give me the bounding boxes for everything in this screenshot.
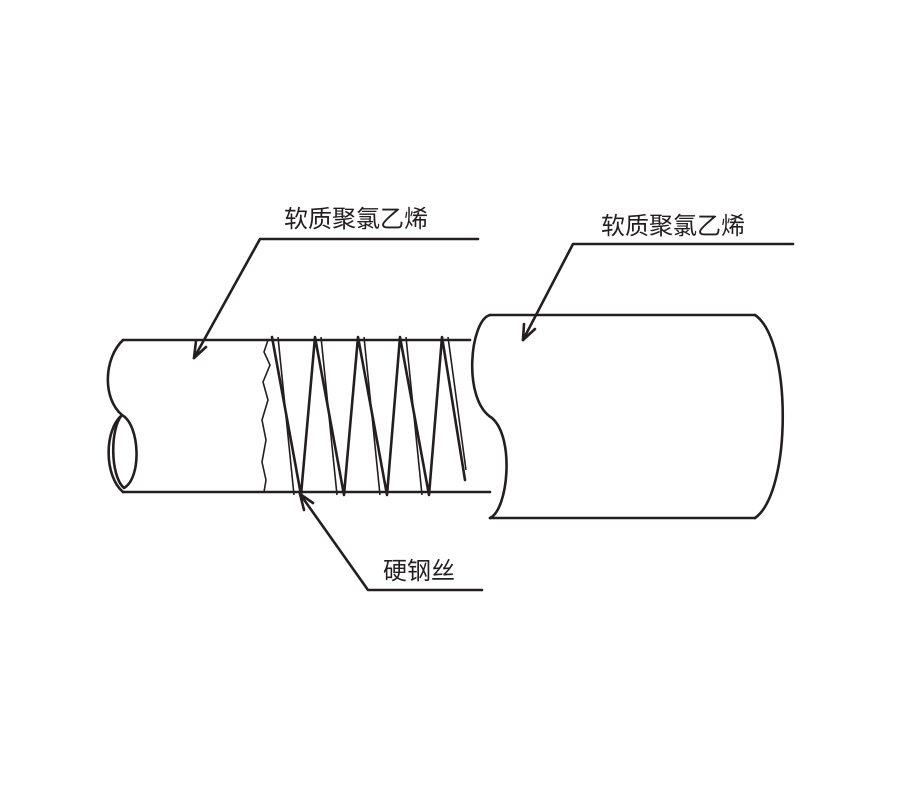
leader-wire-arrowhead <box>298 492 315 512</box>
leader-wire <box>298 492 484 592</box>
steel-wire-helix <box>270 335 467 497</box>
leader-lines <box>192 237 795 592</box>
leader-right <box>521 242 795 342</box>
inner-tube-cut-edge <box>261 339 271 493</box>
label-soft-pvc-right: 软质聚氯乙烯 <box>601 212 745 240</box>
inner-tube-bore-opening <box>111 413 138 490</box>
wire-back-strands <box>277 336 467 496</box>
wire-front-strands <box>270 335 467 497</box>
leader-right-arrowhead <box>521 322 537 342</box>
label-hard-steel-wire: 硬钢丝 <box>383 557 455 585</box>
outer-pvc-layer <box>470 313 785 520</box>
leader-left-arrowhead <box>192 339 208 360</box>
outer-layer-left-end <box>470 313 508 520</box>
leader-left <box>192 237 480 360</box>
label-soft-pvc-left: 软质聚氯乙烯 <box>284 205 428 233</box>
outer-layer-right-end <box>753 313 785 520</box>
inner-tube <box>106 338 492 494</box>
